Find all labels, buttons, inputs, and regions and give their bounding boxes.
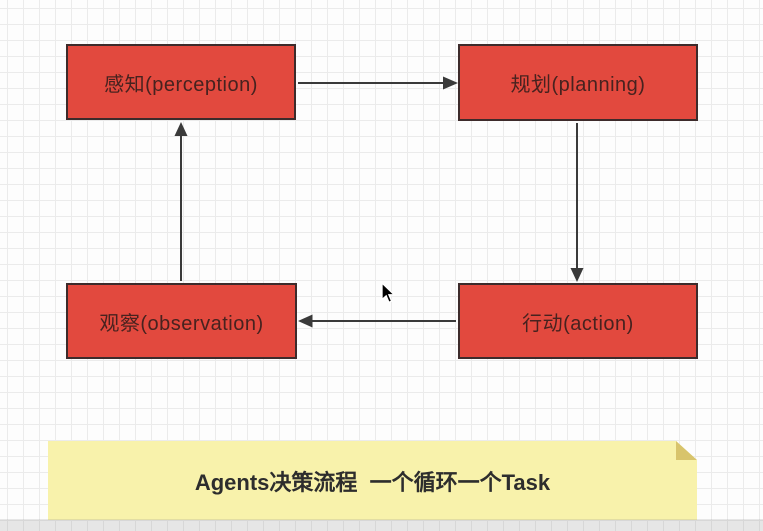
- bottom-edge-shade: [0, 519, 763, 531]
- sticky-note[interactable]: Agents决策流程 一个循环一个Task: [48, 441, 697, 520]
- sticky-note-text: Agents决策流程 一个循环一个Task: [194, 469, 551, 495]
- node-planning[interactable]: 规划(planning): [458, 44, 698, 121]
- mouse-cursor-icon: [381, 282, 396, 304]
- node-perception-label: 感知(perception): [104, 73, 258, 96]
- node-planning-label: 规划(planning): [510, 74, 646, 96]
- node-perception[interactable]: 感知(perception): [66, 44, 296, 120]
- node-observation[interactable]: 观察(observation): [66, 283, 297, 359]
- arrow-perception-to-planning[interactable]: [298, 76, 458, 90]
- arrow-planning-to-action[interactable]: [570, 123, 584, 282]
- node-observation-label: 观察(observation): [99, 312, 264, 335]
- arrow-observation-to-perception[interactable]: [174, 122, 188, 281]
- arrow-action-to-observation[interactable]: [298, 314, 456, 328]
- node-action[interactable]: 行动(action): [458, 283, 698, 359]
- node-action-label: 行动(action): [522, 312, 634, 335]
